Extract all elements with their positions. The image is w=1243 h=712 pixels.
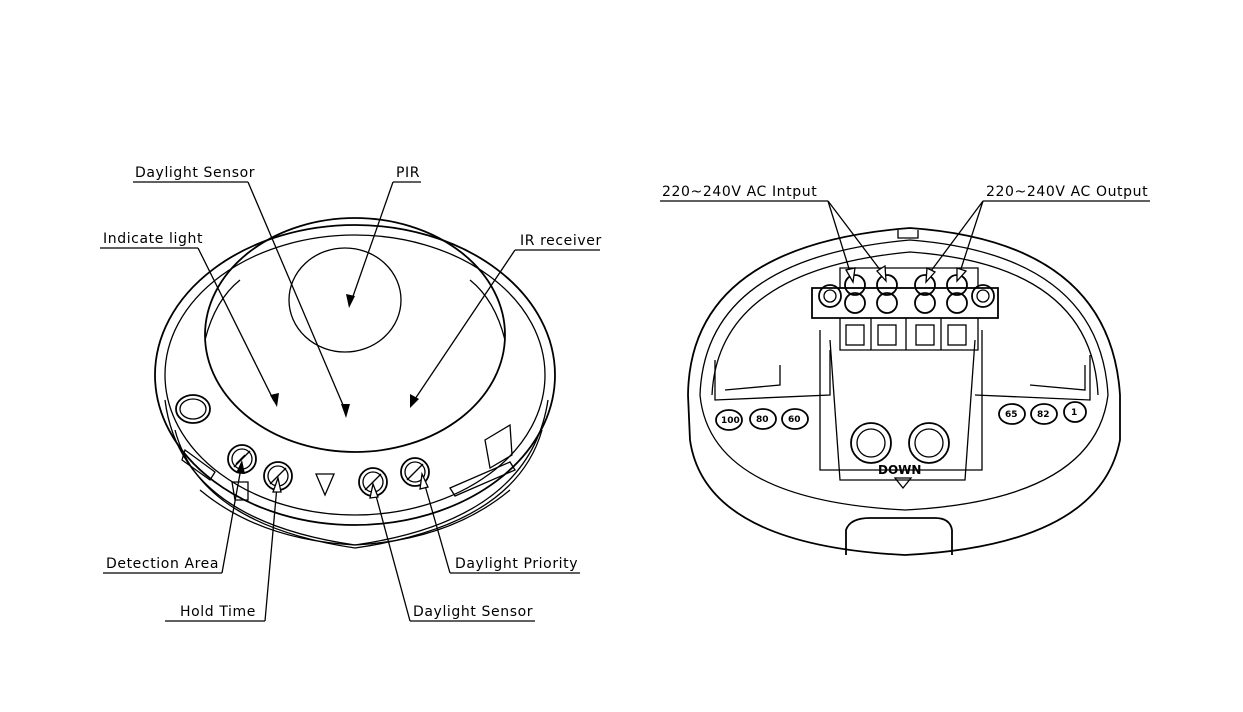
label-daylight-sensor-bottom: Daylight Sensor bbox=[413, 604, 533, 620]
daylight-priority-knob bbox=[400, 457, 430, 487]
triangle-down-icon bbox=[893, 477, 913, 490]
right-mark-1: 82 bbox=[1037, 410, 1050, 420]
label-detection-area: Detection Area bbox=[106, 556, 219, 572]
terminal-block bbox=[811, 267, 999, 351]
label-ac-input: 220~240V AC Intput bbox=[662, 184, 817, 200]
label-hold-time: Hold Time bbox=[180, 604, 256, 620]
label-indicate-light: Indicate light bbox=[103, 231, 203, 247]
right-mark-0: 65 bbox=[1005, 410, 1018, 420]
triangle-down-icon bbox=[315, 473, 335, 497]
sensor-base-view: 100 80 60 65 82 1 DOWN bbox=[660, 184, 1150, 556]
label-pir: PIR bbox=[396, 165, 420, 181]
left-dial-markings: 100 80 60 bbox=[715, 408, 809, 431]
label-ir-receiver: IR receiver bbox=[520, 233, 602, 249]
right-dial-markings: 65 82 1 bbox=[998, 401, 1087, 425]
label-daylight-sensor-top: Daylight Sensor bbox=[135, 165, 255, 181]
down-marking: DOWN bbox=[878, 463, 921, 477]
left-mark-1: 80 bbox=[756, 415, 769, 425]
sensor-top-view: Daylight Sensor PIR Indicate light IR re… bbox=[100, 165, 602, 622]
left-mark-2: 60 bbox=[788, 415, 801, 425]
left-mark-0: 100 bbox=[721, 416, 740, 426]
label-daylight-priority: Daylight Priority bbox=[455, 556, 578, 572]
right-mark-2: 1 bbox=[1071, 408, 1077, 418]
label-ac-output: 220~240V AC Output bbox=[986, 184, 1148, 200]
